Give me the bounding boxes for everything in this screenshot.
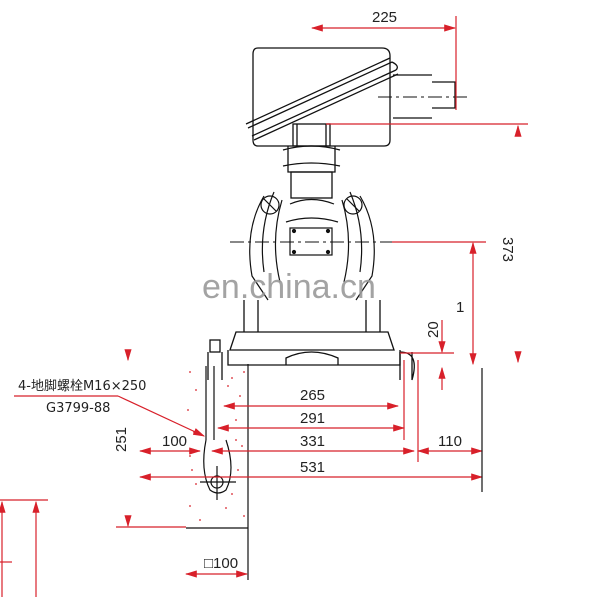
dimension-lines (0, 16, 528, 597)
dim-291: 291 (300, 410, 325, 427)
anchor-bolt-label: 4-地脚螺栓M16×250 (18, 378, 146, 394)
dim-20: 20 (425, 321, 442, 338)
dim-531: 531 (300, 459, 325, 476)
dim-265: 265 (300, 387, 325, 404)
dim-1: 1 (456, 299, 464, 316)
dim-331: 331 (300, 433, 325, 450)
dim-225: 225 (372, 9, 397, 26)
anchor-bolt-standard: G3799-88 (46, 401, 110, 416)
base-frame (207, 300, 415, 381)
dim-100-left: 100 (162, 433, 187, 450)
concrete-foundation (186, 364, 249, 580)
dim-373: 373 (499, 237, 516, 262)
actuator-housing (245, 47, 456, 147)
valve-stem (282, 123, 341, 199)
watermark: en.china.cn (202, 268, 376, 306)
dim-251: 251 (113, 427, 130, 452)
dim-square-100: □100 (204, 555, 238, 572)
dim-110-right: 110 (438, 433, 462, 450)
